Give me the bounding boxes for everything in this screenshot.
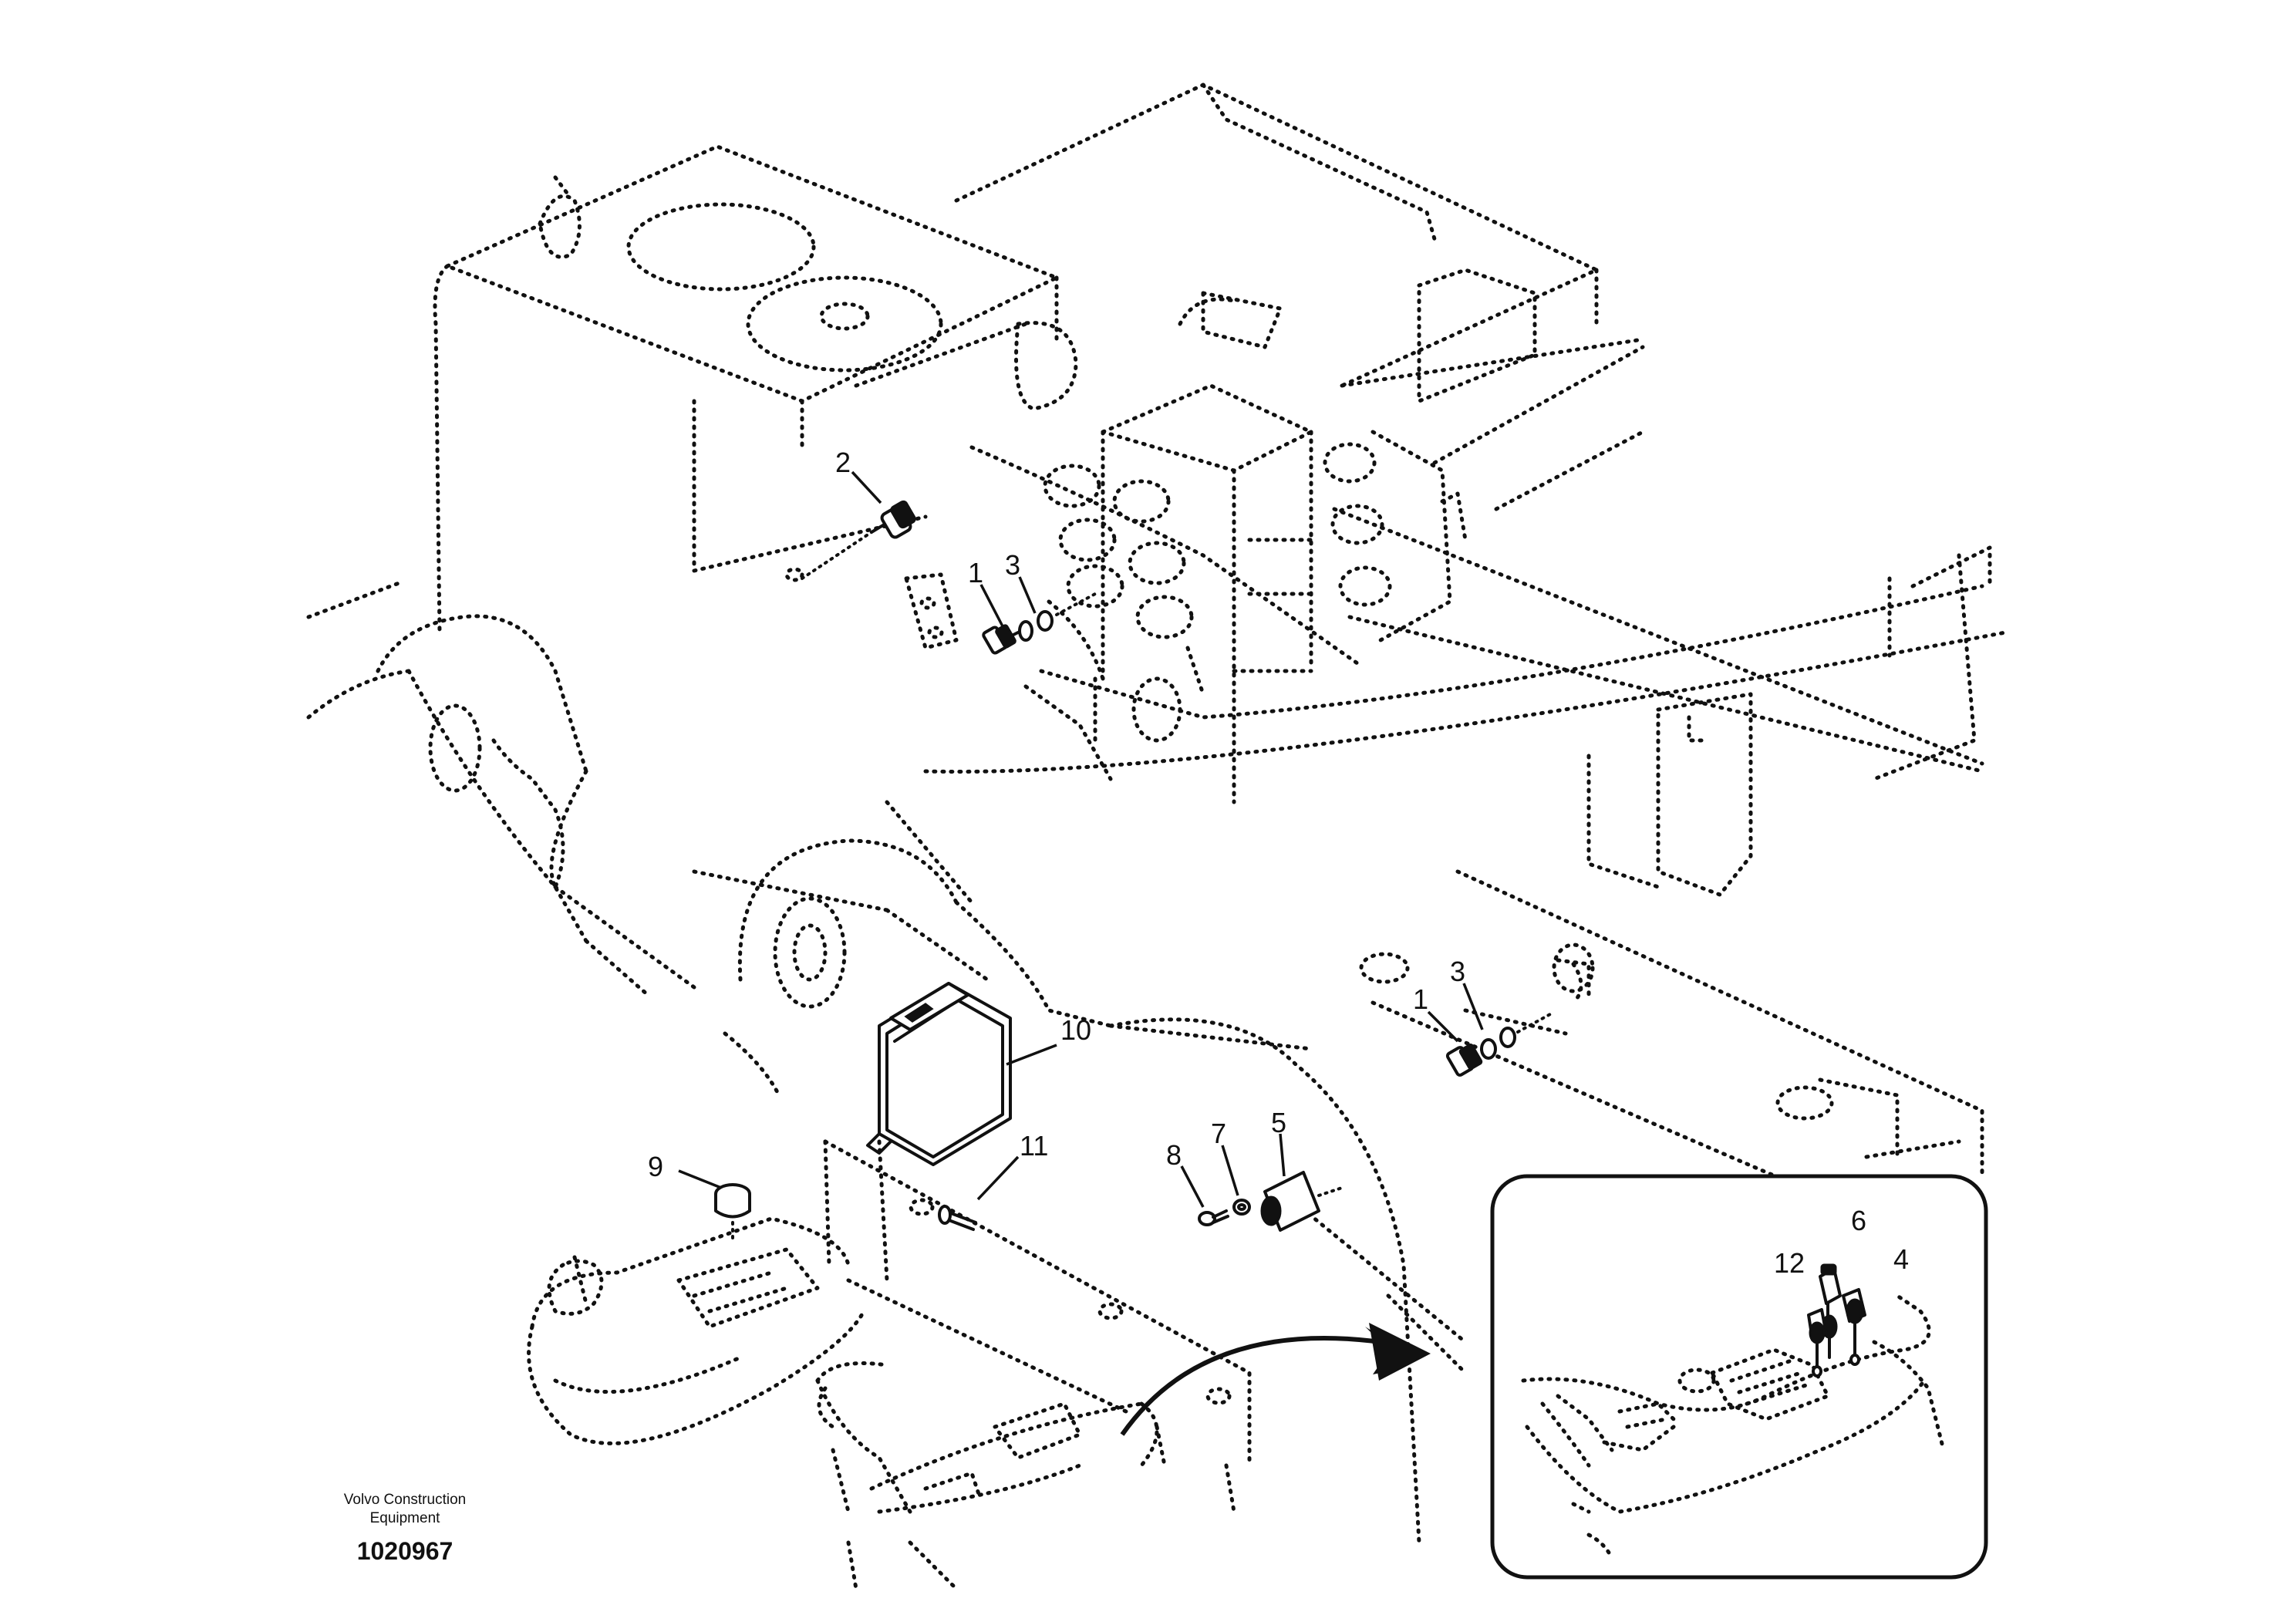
part-10-control-unit: [866, 982, 1012, 1166]
callout-8: 8: [1166, 1139, 1182, 1171]
footer-branding: Volvo Construction Equipment 1020967: [344, 1492, 466, 1565]
mounting-plate-upper: [784, 567, 959, 650]
mounting-bracket-lower: [1552, 943, 1595, 997]
callout-labels: 2 1 3 3 1 10 11 9 8 7 5 6 4 12: [648, 447, 1909, 1279]
callout-3-upper: 3: [1005, 549, 1020, 581]
callout-1-upper: 1: [968, 557, 983, 588]
part-2-sensor: [801, 500, 916, 580]
part-3-oring-lower: [1499, 1013, 1552, 1048]
detail-inset: [1490, 1174, 1988, 1580]
callout-11: 11: [1020, 1130, 1048, 1162]
callout-1-lower: 1: [1413, 983, 1428, 1015]
callout-6: 6: [1851, 1205, 1866, 1236]
part-1-pressure-sensor-lower: [1445, 1038, 1497, 1077]
callout-9: 9: [648, 1151, 663, 1182]
detail-arrow: [1120, 1323, 1431, 1436]
part-7-washer: [1232, 1199, 1251, 1216]
callout-7: 7: [1211, 1118, 1226, 1149]
callout-10: 10: [1060, 1014, 1091, 1046]
document-number: 1020967: [357, 1537, 453, 1565]
part-9-cap: [714, 1183, 751, 1243]
brand-line-1: Volvo Construction: [344, 1492, 466, 1508]
part-1-pressure-sensor-upper: [982, 620, 1033, 655]
part-5-sensor: [1260, 1171, 1344, 1232]
part-11-screw: [938, 1205, 977, 1231]
part-3-oring-upper: [1037, 592, 1097, 632]
callout-2: 2: [835, 447, 851, 478]
part-8-screw: [1198, 1209, 1229, 1226]
callout-3-lower: 3: [1450, 956, 1465, 987]
callout-12: 12: [1774, 1247, 1805, 1279]
callout-4: 4: [1893, 1243, 1909, 1275]
callout-5: 5: [1271, 1107, 1286, 1138]
brand-line-2: Equipment: [370, 1510, 441, 1526]
control-valve: [1023, 291, 1468, 804]
